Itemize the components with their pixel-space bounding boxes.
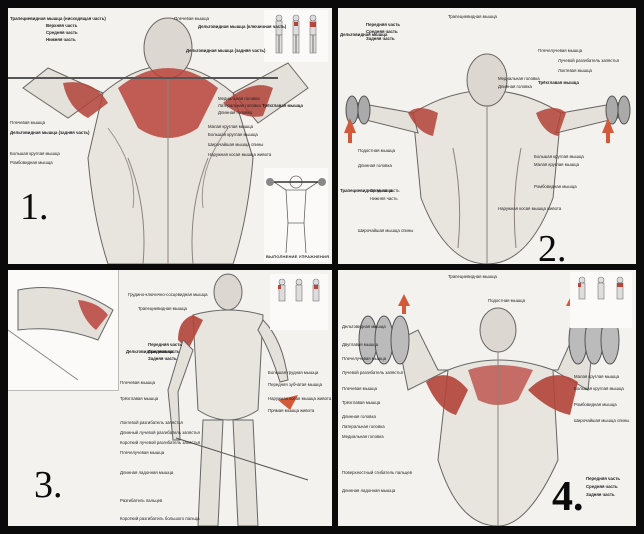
label: Нижняя часть — [46, 37, 76, 42]
label: Дельтовидная мышца — [126, 349, 174, 354]
label: Ромбовидная мышца — [10, 160, 53, 165]
label: Трёхглавая мышца — [342, 400, 381, 405]
label: Лучевой разгибатель запястья — [558, 58, 619, 63]
label: Большая круглая мышца — [534, 154, 584, 159]
label: Задняя часть — [148, 356, 177, 361]
panel-number: 2. — [538, 228, 567, 264]
label: Средняя часть — [366, 29, 398, 34]
inset-front-back-figures — [264, 10, 328, 62]
illustration-back-muscles-2 — [344, 53, 631, 264]
panel-3-cable-raise: 3. Передняя часть Средняя часть Задняя ч… — [8, 270, 332, 526]
label: Плечелучевая мышца — [538, 48, 583, 53]
inset-front-back-figures — [270, 274, 328, 330]
label: Широчайшая мышца спины — [208, 142, 264, 147]
panel-2-lateral-raise: 2. Передняя часть Средняя часть Задняя ч… — [338, 8, 636, 264]
label: Локтевая мышца — [558, 68, 592, 73]
label: Ромбовидная мышца — [574, 402, 617, 407]
label: Латеральная головка — [342, 424, 385, 429]
label: Трёхглавая мышца — [120, 396, 159, 401]
label: Медиальная головка — [498, 76, 540, 81]
label: Грудино-ключично-сосцевидная мышца — [128, 292, 208, 297]
label: Локтевой разгибатель запястья — [120, 420, 183, 425]
label: Малая круглая мышца — [574, 374, 620, 379]
label: Длинный лучевой разгибатель запястья — [120, 430, 200, 435]
label: Медиальная головка — [218, 96, 260, 101]
label: Плечелучевая мышца — [120, 450, 165, 455]
label: Ромбовидная мышца — [534, 184, 577, 189]
label: Дельтовидная мышца (задняя часть) — [10, 130, 90, 135]
label: Дельтовидная мышца — [342, 324, 386, 329]
label: Плечевая мышца — [174, 16, 209, 21]
label: Трапециевидная мышца — [138, 306, 187, 311]
label: Средняя часть — [148, 349, 180, 354]
label: Дельтовидная мышца (ключичная часть) — [198, 24, 287, 29]
label: Длинная головка — [498, 84, 532, 89]
label: Длинная ладонная мышца — [120, 470, 174, 475]
label: Короткий разгибатель большого пальца — [120, 516, 200, 521]
label: Большая грудная мышца — [268, 370, 319, 375]
panel-1-trapezius-exercise: ВЫПОЛНЕНИЕ УПРАЖНЕНИЯ 1. Трапециевидная … — [8, 8, 332, 264]
label: Передняя часть — [366, 22, 401, 27]
label: Наружная косая мышца живота — [268, 396, 332, 401]
panel-number: 4. — [552, 474, 584, 520]
label: Задняя часть — [366, 36, 395, 41]
label: Средняя часть — [586, 484, 618, 489]
label: Лучевой разгибатель запястья — [342, 370, 403, 375]
panel-4-dumbbell-press: 4. Дельтовидная мышца Двуглавая мышца Пл… — [338, 270, 636, 526]
label: Нижняя часть — [370, 196, 398, 201]
label: Длинная головка — [342, 414, 376, 419]
illustration-back-muscles-1 — [8, 17, 309, 264]
label: Длинная ладонная мышца — [342, 488, 396, 493]
inset-shoulder-detail — [8, 270, 119, 391]
label: Большая круглая мышца — [574, 386, 624, 391]
label: Большая круглая мышца — [10, 151, 60, 156]
label: Плечевая мышца — [342, 386, 377, 391]
label: Поверхностный сгибатель пальцев — [342, 470, 412, 475]
label: Передняя часть — [148, 342, 183, 347]
label: Разгибатель пальцев — [120, 498, 163, 503]
label: Плечелучевая мышца — [342, 356, 387, 361]
label: Длинная головка — [218, 110, 252, 115]
label: Подостная мышца — [488, 298, 526, 303]
label: Длинная головка — [358, 163, 392, 168]
label: Большая круглая мышца — [208, 132, 258, 137]
label: Плечевая мышца — [10, 120, 45, 125]
label: Дельтовидная мышца — [340, 32, 388, 37]
label: Верхняя часть — [46, 23, 78, 28]
label: Трапециевидная мышца — [340, 188, 393, 193]
inset-exercise-figure: ВЫПОЛНЕНИЕ УПРАЖНЕНИЯ — [264, 168, 330, 262]
illustration-back-muscles-4 — [358, 294, 620, 526]
label: Короткий лучевой разгибатель запястья — [120, 440, 201, 445]
label: Широчайшая мышца спины — [574, 418, 630, 423]
label: Подостная мышца — [358, 148, 396, 153]
label: Латеральная головка — [218, 103, 261, 108]
label: Малая круглая мышца — [208, 124, 254, 129]
label: Передняя зубчатая мышца — [268, 382, 323, 387]
illustration-front-muscles-3 — [167, 273, 309, 526]
label: Трёхглавая мышца — [262, 103, 303, 108]
label: Медиальная головка — [342, 434, 384, 439]
label: Широчайшая мышца спины — [358, 228, 414, 233]
label: Трапециевидная мышца (нисходящая часть) — [10, 16, 106, 21]
label: Трапециевидная мышца — [448, 14, 497, 19]
label: Трапециевидная мышца — [448, 274, 497, 279]
panel-number: 1. — [20, 186, 49, 228]
label: Малая круглая мышца — [534, 162, 580, 167]
label: Плечевая мышца — [120, 380, 155, 385]
inset-front-back-figures — [570, 272, 632, 328]
label: Наружная косая мышца живота — [208, 152, 272, 157]
label: Двуглавая мышца — [342, 342, 379, 347]
label: Задняя часть — [586, 492, 615, 497]
label: Прямая мышца живота — [268, 408, 315, 413]
inset-caption: ВЫПОЛНЕНИЕ УПРАЖНЕНИЯ — [266, 254, 330, 259]
panel-number: 3. — [34, 464, 63, 506]
label: Передняя часть — [586, 476, 621, 481]
label: Наружная косая мышца живота — [498, 206, 562, 211]
label: Трёхглавая мышца — [538, 80, 579, 85]
label: Средняя часть — [370, 188, 400, 193]
label: Дельтовидная мышца (задняя часть) — [186, 48, 266, 53]
label: Средняя часть — [46, 30, 78, 35]
